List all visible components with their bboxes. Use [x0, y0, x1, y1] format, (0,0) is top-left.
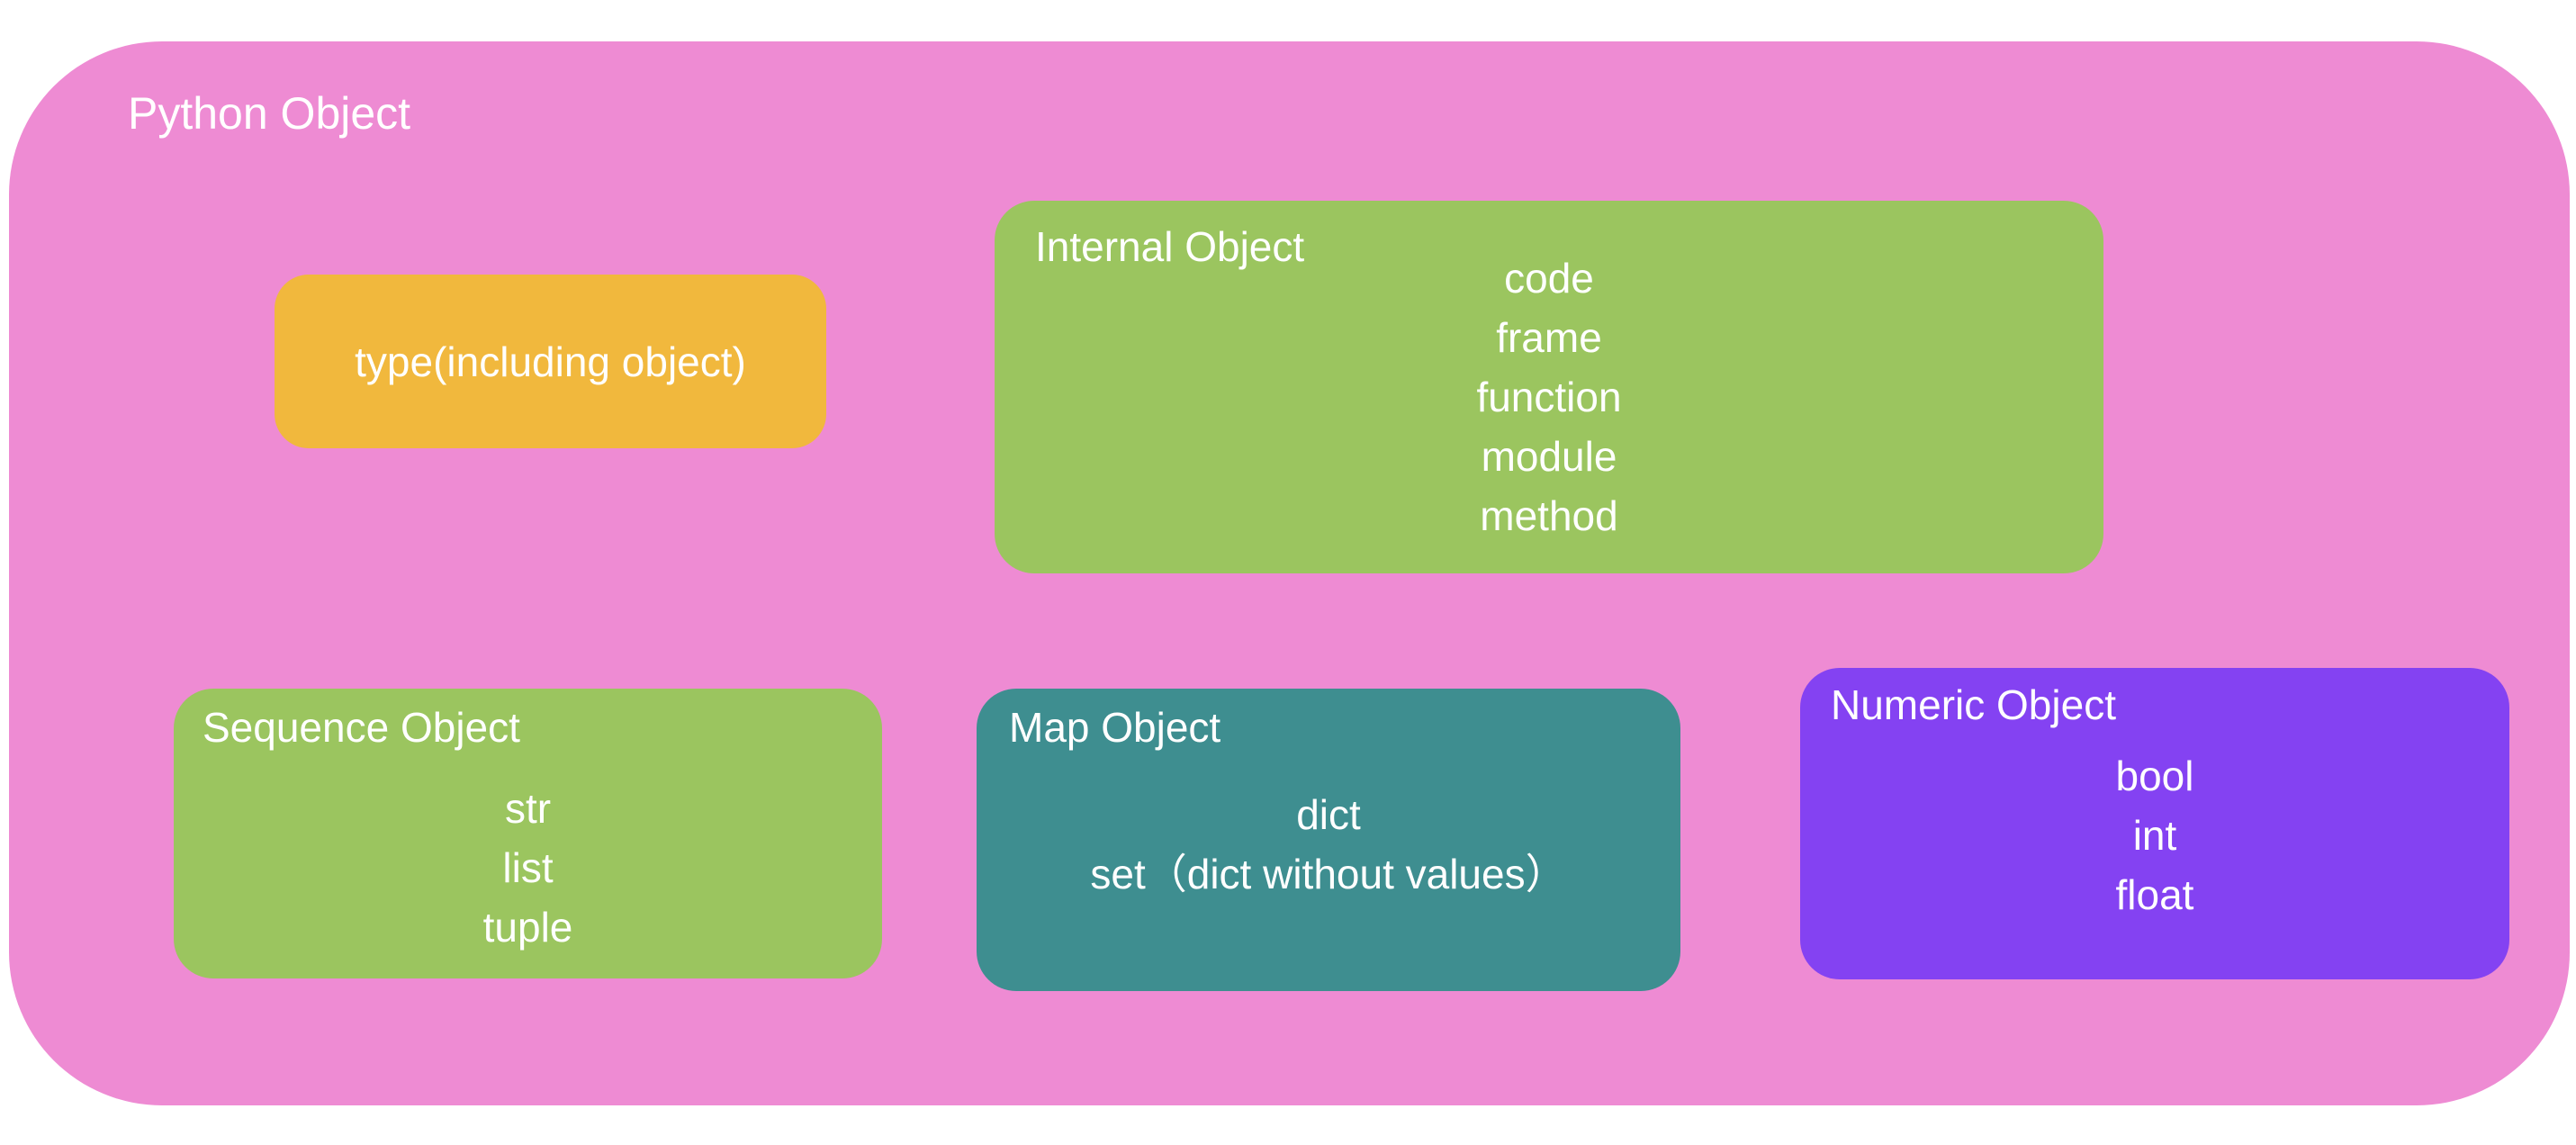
map-object-box: Map Object dict set（dict without values）	[977, 689, 1680, 991]
map-object-title: Map Object	[1009, 704, 1221, 751]
type-box-label: type(including object)	[355, 338, 746, 385]
list-item: float	[2115, 871, 2194, 918]
list-item: module	[1481, 433, 1617, 480]
internal-object-title: Internal Object	[1035, 223, 1305, 270]
sequence-object-items: str list tuple	[174, 689, 882, 978]
list-item: bool	[2115, 753, 2194, 799]
list-item: list	[502, 844, 554, 891]
list-item: dict	[1296, 791, 1361, 838]
python-object-title: Python Object	[128, 88, 411, 139]
type-box-content: type(including object)	[275, 275, 826, 448]
numeric-object-title: Numeric Object	[1831, 681, 2116, 728]
list-item: tuple	[482, 904, 573, 951]
list-item: frame	[1496, 314, 1602, 361]
sequence-object-title: Sequence Object	[203, 704, 520, 751]
list-item: code	[1504, 255, 1594, 302]
numeric-object-box: Numeric Object bool int float	[1800, 668, 2509, 979]
list-item: str	[504, 785, 552, 832]
list-item: method	[1480, 492, 1618, 539]
numeric-object-items: bool int float	[1800, 668, 2509, 979]
sequence-object-box: Sequence Object str list tuple	[174, 689, 882, 978]
list-item: set（dict without values）	[1090, 851, 1567, 897]
type-box: type(including object)	[275, 275, 826, 448]
list-item: function	[1476, 374, 1622, 420]
list-item: int	[2132, 812, 2177, 859]
python-object-container: Python Object type(including object) Int…	[9, 41, 2570, 1105]
internal-object-items: code frame function module method	[995, 201, 2103, 573]
map-object-items: dict set（dict without values）	[977, 689, 1680, 991]
internal-object-box: Internal Object code frame function modu…	[995, 201, 2103, 573]
